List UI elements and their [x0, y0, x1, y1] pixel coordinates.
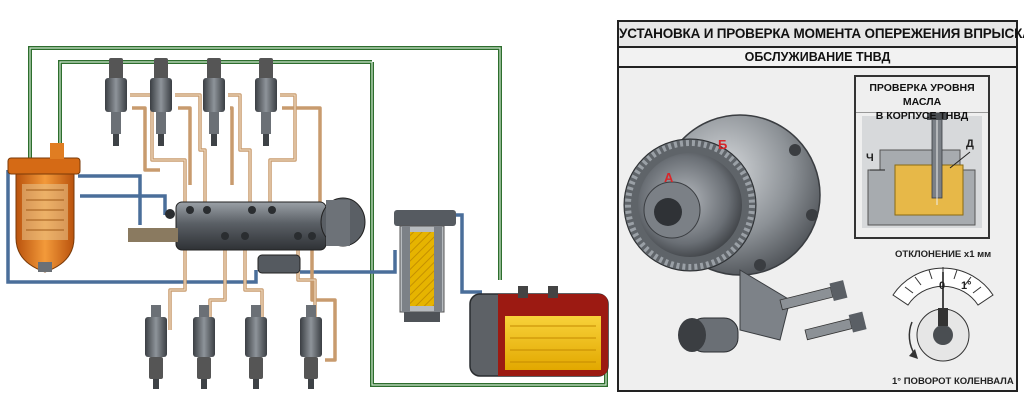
- feed-fuel-line: [6, 170, 482, 294]
- rotation-label: 1° ПОВОРОТ КОЛЕНВАЛА: [892, 376, 1014, 387]
- fuel-tank: [469, 286, 609, 377]
- panel-title: УСТАНОВКА И ПРОВЕРКА МОМЕНТА ОПЕРЕЖЕНИЯ …: [619, 22, 1024, 48]
- injectors-bottom: [145, 305, 322, 389]
- coarse-fuel-filter: [7, 143, 81, 273]
- pump-mark-b: Б: [718, 137, 728, 152]
- pump-mark-a: А: [664, 170, 674, 185]
- oil-level-check-box: ПРОВЕРКА УРОВНЯ МАСЛА В КОРПУСЕ ТНВД: [854, 75, 990, 239]
- gauge-tick-one: 1°: [961, 280, 972, 292]
- injection-pump: [128, 197, 366, 274]
- oil-mark-left: Ч: [866, 152, 874, 164]
- gauge-tick-zero: 0: [939, 280, 946, 292]
- injectors-top: [105, 58, 277, 146]
- oil-level-title: ПРОВЕРКА УРОВНЯ МАСЛА В КОРПУСЕ ТНВД: [856, 77, 988, 122]
- oil-title-line1: ПРОВЕРКА УРОВНЯ МАСЛА: [869, 82, 975, 108]
- fine-fuel-filter: [394, 210, 456, 322]
- oil-mark-right: Д: [966, 138, 974, 150]
- oil-title-line2: В КОРПУСЕ ТНВД: [875, 110, 969, 122]
- deviation-label: ОТКЛОНЕНИЕ х1 мм: [895, 249, 992, 260]
- panel-subtitle: ОБСЛУЖИВАНИЕ ТНВД: [619, 48, 1016, 68]
